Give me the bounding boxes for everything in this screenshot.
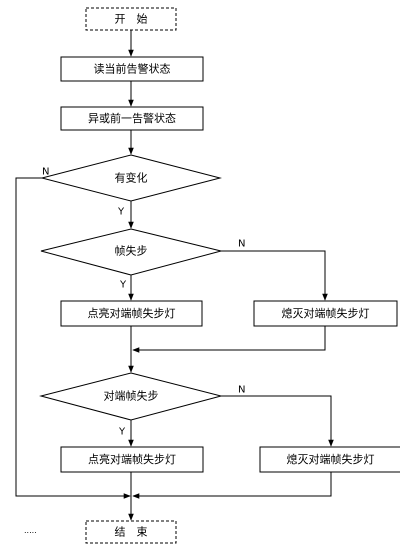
changed-yes-label: Y [117,207,125,218]
frame-loss-decision: 帧失步 [40,228,222,276]
arrow-off1-merge [132,326,326,353]
light-frame-1-box: 点亮对端帧失步灯 [60,300,203,327]
arrow-changed-no-bypass [15,177,131,499]
xor-alarm-box: 异或前一告警状态 [60,106,204,131]
off-frame-1-label: 熄灭对端帧失步灯 [282,306,370,320]
start-label: 开 始 [115,12,148,26]
light-frame-1-label: 点亮对端帧失步灯 [88,306,176,320]
frame-loss-no-label: N [238,239,245,250]
remote-frame-loss-decision: 对端帧失步 [39,372,223,421]
read-alarm-box: 读当前告警状态 [60,56,204,82]
off-frame-1-box: 熄灭对端帧失步灯 [253,300,398,327]
changed-label: 有变化 [115,171,148,185]
end-terminal: 结 束 [85,520,177,544]
footer-dots: ..... [24,526,37,535]
remote-yes-label: Y [118,427,126,438]
arrow-off2-merge [132,472,332,499]
remote-no-label: N [238,385,245,396]
remote-frame-loss-label: 对端帧失步 [104,389,159,403]
arrow-frameloss-no [221,250,328,301]
frame-loss-yes-label: Y [119,280,127,291]
connectors [15,30,334,521]
changed-no-label: N [42,167,49,178]
end-label: 结 束 [115,526,148,539]
off-frame-2-label: 熄灭对端帧失步灯 [287,452,375,466]
changed-decision: 有变化 [40,154,222,202]
read-alarm-label: 读当前告警状态 [94,62,171,76]
arrow-remote-no [221,395,334,447]
xor-alarm-label: 异或前一告警状态 [88,111,176,125]
light-frame-2-label: 点亮对端帧失步灯 [88,452,176,466]
light-frame-2-box: 点亮对端帧失步灯 [60,446,204,473]
start-terminal: 开 始 [85,7,177,31]
frame-loss-label: 帧失步 [115,244,148,258]
off-frame-2-box: 熄灭对端帧失步灯 [259,446,400,473]
